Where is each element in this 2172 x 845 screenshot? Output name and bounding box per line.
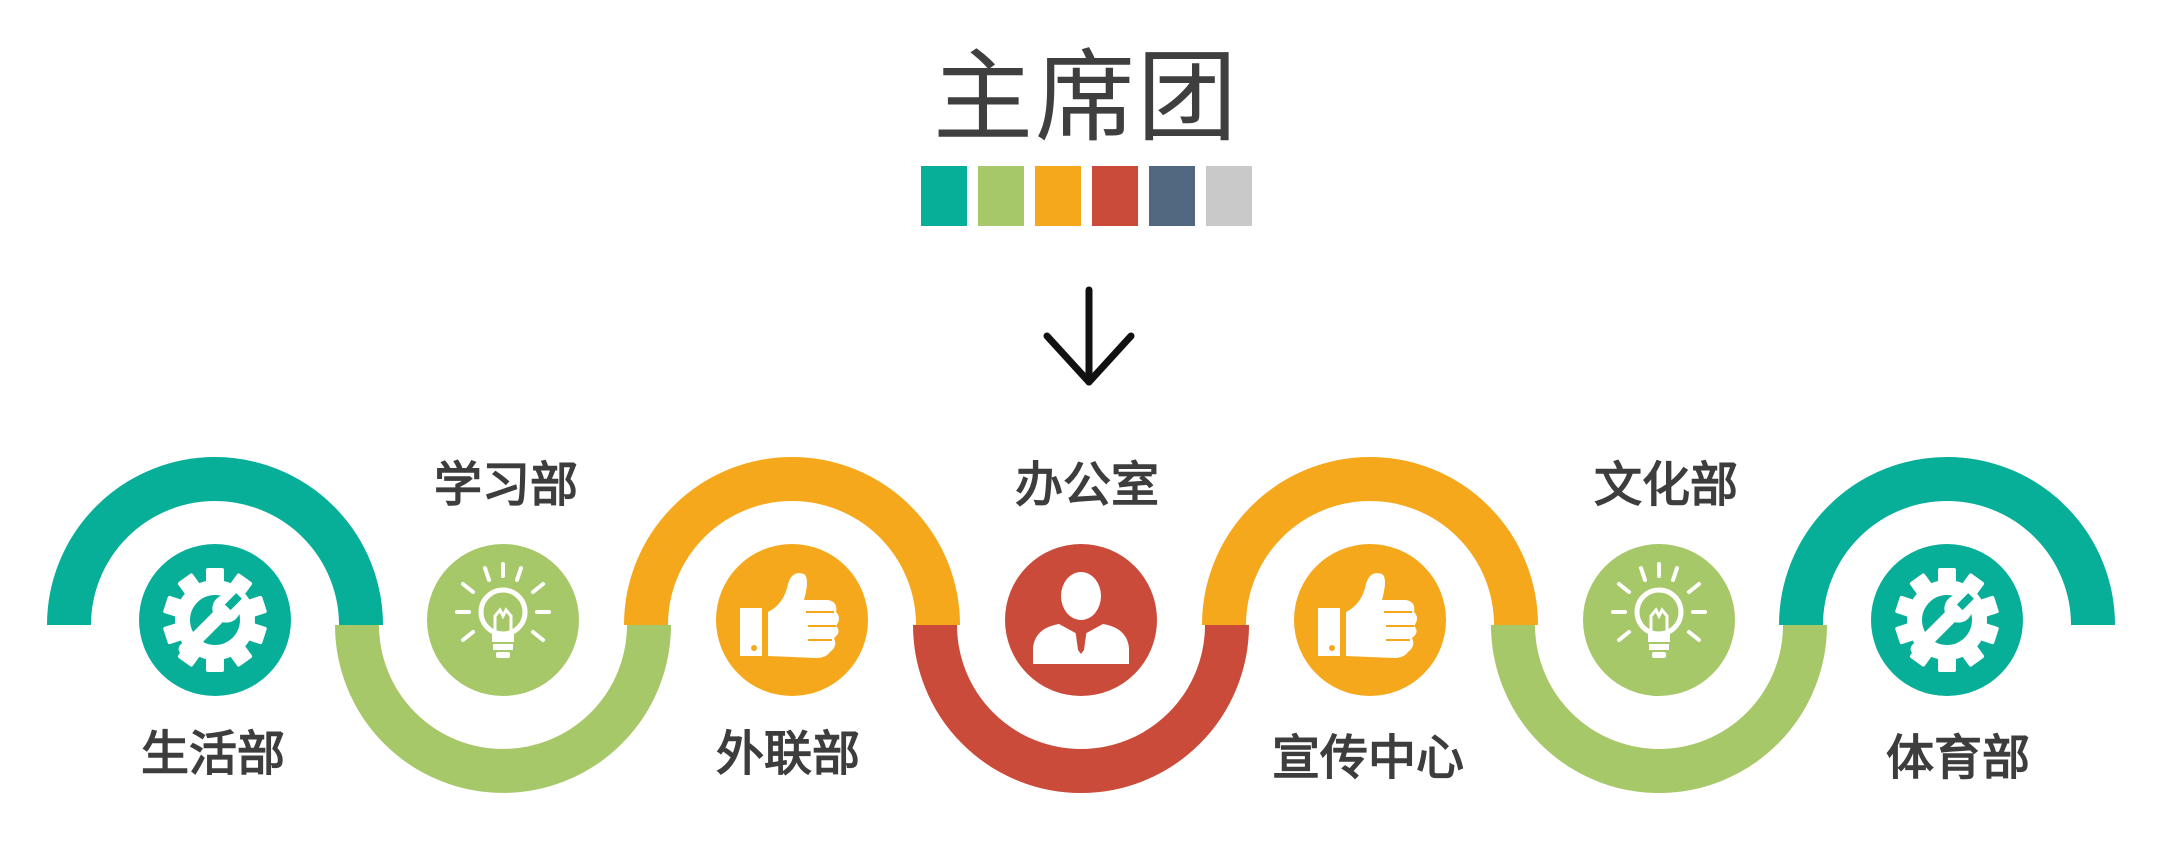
thumbs-up-icon <box>1294 544 1446 696</box>
person-icon <box>1005 544 1157 696</box>
color-swatch <box>1148 166 1195 226</box>
wave-segment <box>335 624 671 793</box>
lightbulb-icon <box>427 544 579 696</box>
wave-segment <box>624 457 960 626</box>
wave-segment <box>1491 624 1827 793</box>
wave-segment <box>47 457 383 626</box>
color-swatches <box>0 166 2172 226</box>
color-swatch <box>1205 166 1252 226</box>
department-icons <box>139 544 2023 696</box>
color-swatch <box>1091 166 1138 226</box>
dept-label-5: 宣传中心 <box>1271 730 1464 786</box>
dept-label-2: 学习部 <box>433 457 578 513</box>
gear-wrench-icon <box>1871 544 2023 696</box>
gear-wrench-icon <box>139 544 291 696</box>
wave-segment <box>1779 457 2115 626</box>
wave-segment <box>1202 457 1538 626</box>
down-arrow-icon <box>1043 286 1135 386</box>
thumbs-up-icon <box>716 544 868 696</box>
dept-label-6: 文化部 <box>1593 457 1738 513</box>
dept-label-3: 外联部 <box>715 726 860 782</box>
dept-label-1: 生活部 <box>140 726 285 782</box>
color-swatch <box>920 166 967 226</box>
wave-path <box>47 457 2115 793</box>
color-swatch <box>1034 166 1081 226</box>
diagram-title: 主席团 <box>933 39 1239 156</box>
color-swatch <box>977 166 1024 226</box>
dept-label-4: 办公室 <box>1014 457 1159 513</box>
lightbulb-icon <box>1583 544 1735 696</box>
dept-label-7: 体育部 <box>1885 730 2030 786</box>
wave-segment <box>913 624 1249 793</box>
